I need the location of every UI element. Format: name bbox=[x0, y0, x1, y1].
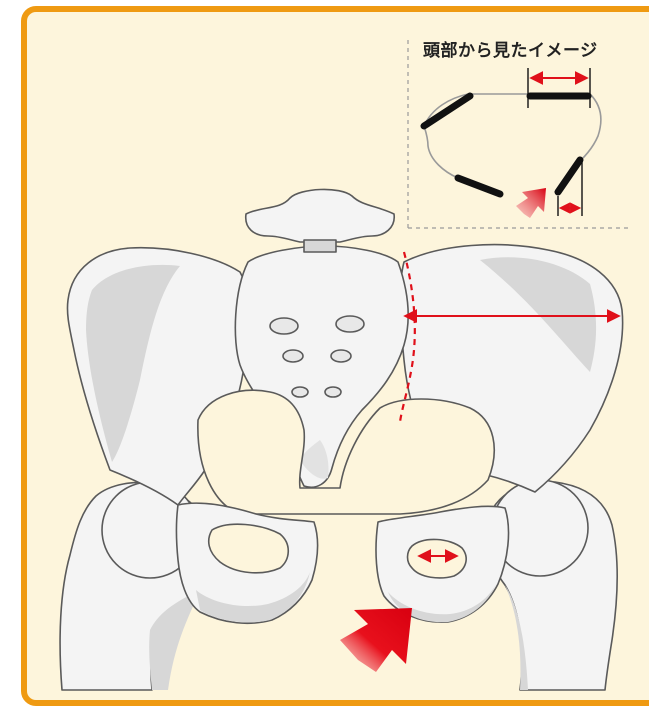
sacral-foramen bbox=[325, 387, 341, 397]
inset-title: 頭部から見たイメージ bbox=[423, 36, 598, 61]
intervertebral-disc bbox=[304, 240, 336, 252]
sacral-foramen bbox=[336, 316, 364, 332]
sacral-foramen bbox=[270, 318, 298, 334]
sacral-foramen bbox=[283, 350, 303, 362]
sacral-foramen bbox=[292, 387, 308, 397]
sacral-foramen bbox=[331, 350, 351, 362]
right-obturator bbox=[408, 539, 467, 578]
